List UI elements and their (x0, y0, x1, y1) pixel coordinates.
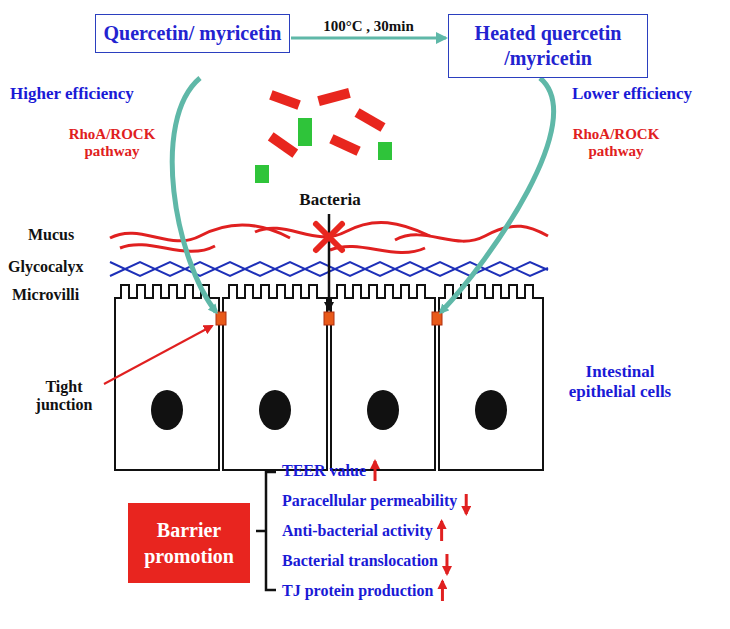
outcome-text: TEER value (282, 462, 502, 480)
pathway-arrow (441, 78, 554, 312)
trend-arrow (445, 554, 448, 574)
epithelial-cell (439, 285, 543, 470)
epithelial-cell (223, 285, 327, 470)
cell-nucleus (475, 390, 507, 430)
bacteria-cluster (255, 88, 392, 183)
annotation-label: Lower efficiency (572, 84, 722, 104)
annotation-label: Tight junction (22, 378, 106, 415)
annotation-label: Bacteria (288, 190, 372, 210)
tight-junction (324, 312, 334, 325)
cell-nucleus (151, 390, 183, 430)
tight-junction (432, 312, 442, 325)
annotation-label: Intestinal epithelial cells (560, 362, 680, 401)
result-box: Barrier promotion (128, 503, 250, 583)
epithelial-cell (115, 285, 219, 470)
block-cross (316, 224, 342, 250)
annotation-label: Microvilli (12, 286, 108, 304)
annotation-label: RhoA/ROCK pathway (62, 126, 162, 161)
annotation-label: RhoA/ROCK pathway (566, 126, 666, 161)
annotation-label: Mucus (28, 226, 106, 244)
annotation-label: Glycocalyx (8, 258, 108, 276)
outcome-text: Bacterial translocation (282, 552, 522, 570)
trend-arrow (440, 521, 443, 541)
outcome-text: Paracellular permeability (282, 492, 522, 510)
edge-label: 100°C , 30min (321, 18, 416, 35)
trend-arrow (465, 494, 468, 514)
outcome-text: Anti-bacterial activity (282, 522, 522, 540)
node-text: Barrier promotion (134, 517, 244, 569)
tight-junction (216, 312, 226, 325)
leader-line (104, 326, 212, 384)
node-text: Quercetin/ myricetin (102, 21, 283, 46)
epithelial-cells (115, 285, 543, 470)
trend-arrow (374, 461, 377, 481)
bacteria-arrow (328, 214, 331, 310)
trend-arrow (441, 581, 444, 601)
epithelial-cell (331, 285, 435, 470)
outcome-text: TJ protein production (282, 582, 522, 600)
cell-nucleus (259, 390, 291, 430)
process-arrow (291, 37, 446, 40)
cell-nucleus (367, 390, 399, 430)
bracket (256, 472, 276, 590)
pathway-arrow (172, 78, 216, 312)
compound-box: Heated quercetin /myricetin (448, 14, 648, 78)
annotation-label: Higher efficiency (10, 84, 160, 104)
compound-box: Quercetin/ myricetin (95, 14, 290, 53)
node-text: Heated quercetin /myricetin (455, 21, 641, 71)
